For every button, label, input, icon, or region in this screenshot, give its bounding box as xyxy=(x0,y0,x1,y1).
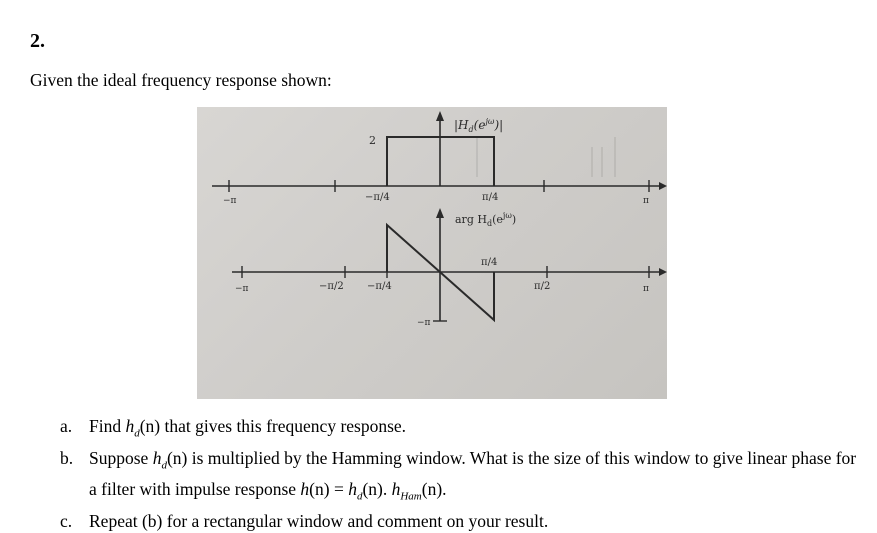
intro-text: Given the ideal frequency response shown… xyxy=(30,70,332,90)
question-b-eq-hham: h xyxy=(391,479,401,499)
phase-plot xyxy=(232,208,667,323)
question-b-sub: d xyxy=(161,459,167,471)
magnitude-height-label: 2 xyxy=(369,134,376,147)
magnitude-y-arrow xyxy=(436,111,444,121)
question-b-eq-end: (n). xyxy=(421,479,447,499)
question-c-text: Repeat (b) for a rectangular window and … xyxy=(89,510,549,531)
phase-axis-label: arg Hd(ejω) xyxy=(455,211,516,228)
question-a: a. Find hd(n) that gives this frequency … xyxy=(60,414,860,446)
question-b-eq-h: h xyxy=(300,479,310,499)
question-b-h: h xyxy=(152,447,162,468)
question-b-eq-n: (n) xyxy=(309,479,330,499)
magnitude-axis-left: −π xyxy=(223,196,237,206)
question-b: b. Suppose hd(n) is multiplied by the Ha… xyxy=(60,446,860,509)
question-b-eq-hd-sub: d xyxy=(356,490,363,503)
question-b-eq-mid: (n). xyxy=(362,479,392,499)
question-a-h: h xyxy=(125,416,135,436)
phase-x-arrow xyxy=(659,268,667,276)
magnitude-tick-neg-quarter: −π/4 xyxy=(365,192,390,203)
question-c-label: c. xyxy=(60,510,73,531)
phase-curve xyxy=(386,222,495,323)
magnitude-x-arrow xyxy=(659,182,667,190)
question-number: 2. xyxy=(30,30,45,52)
question-b-eq-hd: h xyxy=(348,479,357,499)
question-a-sub: d xyxy=(134,427,140,440)
phase-y-arrow xyxy=(436,208,444,218)
magnitude-plot xyxy=(212,111,667,192)
magnitude-rect xyxy=(386,136,495,186)
phase-tick-neg-quarter: −π/4 xyxy=(367,281,392,292)
phase-axis-right: π xyxy=(643,284,649,294)
magnitude-axis-label: |Hd(ejω)| xyxy=(454,117,503,134)
phase-axis-left: −π xyxy=(235,284,249,294)
question-list: a. Find hd(n) that gives this frequency … xyxy=(60,414,860,533)
phase-tick-neg-half: −π/2 xyxy=(319,281,344,292)
question-b-eq-equals: = xyxy=(329,479,349,499)
figure-drawing: |Hd(ejω)| 2 −π/4 π/4 −π π arg Hd(ejω) π/… xyxy=(212,111,667,328)
phase-value-top: π/4 xyxy=(481,257,497,268)
ghost-marks xyxy=(447,136,616,177)
frequency-response-figure: |Hd(ejω)| 2 −π/4 π/4 −π π arg Hd(ejω) π/… xyxy=(197,107,667,399)
question-a-text-1: Find xyxy=(89,416,126,436)
question-b-eq-hham-sub: Ham xyxy=(400,490,422,503)
question-b-text-1: Suppose xyxy=(89,447,153,468)
question-a-text-2: (n) that gives this frequency response. xyxy=(139,416,407,436)
magnitude-axis-right: π xyxy=(643,196,649,206)
question-c: c. Repeat (b) for a rectangular window a… xyxy=(60,509,860,533)
phase-value-bottom: −π xyxy=(417,318,431,328)
question-a-label: a. xyxy=(60,416,73,436)
question-b-text-2: (n) is multiplied by the Hamming window.… xyxy=(89,447,857,500)
magnitude-tick-pos-quarter: π/4 xyxy=(482,192,498,203)
question-b-label: b. xyxy=(60,447,74,468)
phase-tick-pos-half: π/2 xyxy=(534,281,550,292)
